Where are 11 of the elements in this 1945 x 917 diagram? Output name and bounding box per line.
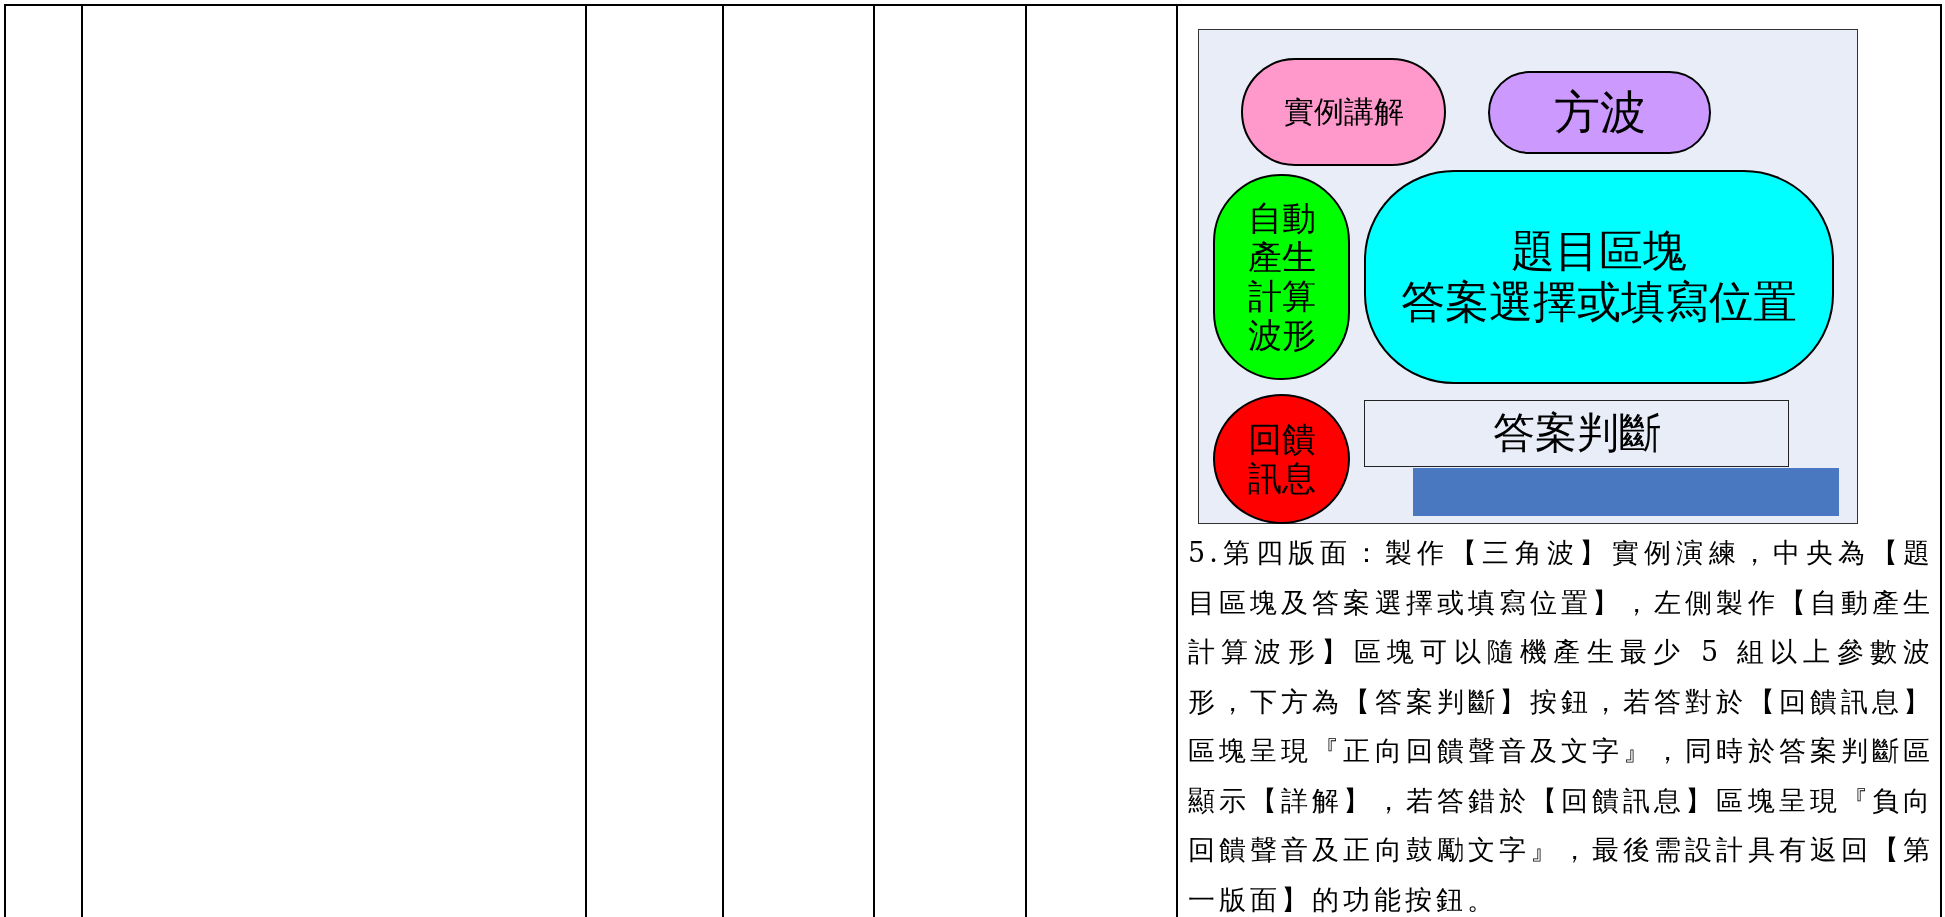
answer-check-button	[1364, 400, 1789, 467]
node-label: 答案選擇或填寫位置	[1401, 277, 1797, 328]
node-label: 自動產生計算波形	[1246, 198, 1317, 356]
node-label: 回饋訊息	[1246, 419, 1317, 499]
node-label: 題目區塊	[1511, 226, 1687, 277]
node-label: 答案判斷	[1492, 409, 1661, 458]
shadow-bar	[1413, 468, 1839, 516]
screen-mockup-panel	[1198, 29, 1858, 524]
node-label: 實例講解	[1283, 94, 1404, 130]
node-label: 方波	[1553, 86, 1646, 139]
description-paragraph: 5.第四版面：製作【三角波】實例演練，中央為【題目區塊及答案選擇或填寫位置】，左側製作【自動產生計算波形】區塊可以隨機產生最少 5 組以上參數波形，下方為【答案判斷】按鈕，若答對於【回饋訊息】區塊呈現『正向回饋聲音及文字』，同時於答案判斷區顯示【詳解】，若答錯於【回饋訊息】區塊呈現『負向回饋聲音及正向鼓勵文字』，最後需設計具有返回【第一版面】的功能按鈕。	[1188, 536, 1934, 917]
